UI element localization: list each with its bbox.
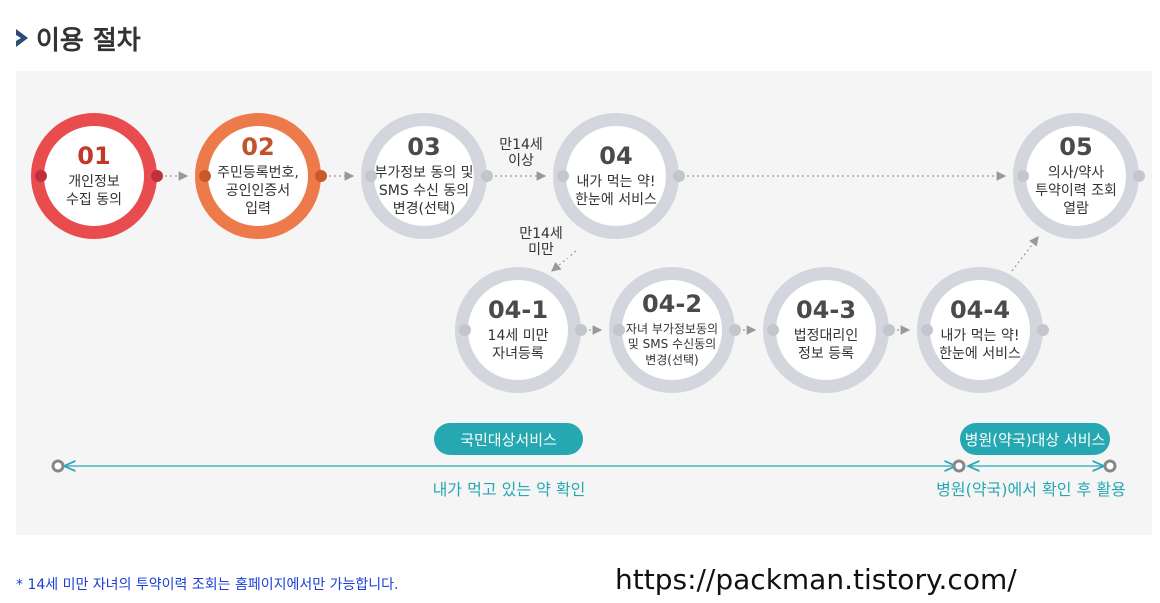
ring-dot-right: [1037, 324, 1049, 336]
step-04: 04 내가 먹는 약! 한눈에 서비스: [553, 113, 679, 239]
ring-dot-right: [315, 170, 327, 182]
condition-age-over: 만14세 이상: [492, 137, 550, 170]
ring-dot-left: [199, 170, 211, 182]
citizen-service-pill: 국민대상서비스: [434, 423, 583, 455]
step-03: 03 부가정보 동의 및 SMS 수신 동의 변경(선택): [361, 113, 487, 239]
step-05: 05 의사/약사 투약이력 조회 열람: [1013, 113, 1139, 239]
condition-age-under: 만14세 미만: [512, 226, 570, 259]
step-number: 04: [599, 141, 633, 170]
step-number: 01: [77, 141, 111, 170]
ring-dot-left: [35, 170, 47, 182]
step-label: 내가 먹는 약! 한눈에 서비스: [575, 174, 657, 209]
citizen-scope-label: 내가 먹고 있는 약 확인: [432, 480, 586, 499]
ring-dot-left: [921, 324, 933, 336]
scope-mid-marker: [952, 459, 966, 473]
ring-dot-left: [613, 324, 625, 336]
arrow-03-041: [551, 250, 577, 272]
ring-dot-right: [1133, 170, 1145, 182]
step-number: 04-3: [795, 295, 857, 324]
step-02: 02 주민등록번호, 공인인증서 입력: [195, 113, 321, 239]
watermark-url: https://packman.tistory.com/: [615, 563, 1017, 596]
step-01: 01 개인정보 수집 동의: [31, 113, 157, 239]
step-number: 05: [1059, 132, 1093, 161]
ring-dot-left: [459, 324, 471, 336]
scope-start-marker: [51, 459, 65, 473]
flow-connectors: [51, 171, 1117, 473]
hospital-scope-label: 병원(약국)에서 확인 후 활용: [936, 480, 1126, 499]
ring-dot-right: [575, 324, 587, 336]
step-label: 자녀 부가정보동의 및 SMS 수신동의 변경(선택): [625, 321, 719, 367]
ring-dot-left: [767, 324, 779, 336]
ring-dot-left: [557, 170, 569, 182]
chevron-right-icon: [16, 29, 28, 47]
ring-dot-right: [673, 170, 685, 182]
ring-dot-right: [481, 170, 493, 182]
step-number: 04-2: [641, 290, 703, 319]
step-label: 내가 먹는 약! 한눈에 서비스: [939, 328, 1021, 363]
ring-dot-right: [883, 324, 895, 336]
ring-dot-left: [365, 170, 377, 182]
step-label: 법정대리인 정보 등록: [793, 328, 859, 363]
step-04-4: 04-4 내가 먹는 약! 한눈에 서비스: [917, 267, 1043, 393]
step-label: 부가정보 동의 및 SMS 수신 동의 변경(선택): [374, 164, 474, 218]
step-number: 04-4: [949, 295, 1011, 324]
hospital-service-pill: 병원(약국)대상 서비스: [960, 423, 1110, 455]
step-label: 의사/약사 투약이력 조회 열람: [1035, 164, 1117, 218]
arrow-044-05: [1011, 236, 1039, 272]
ring-dot-right: [729, 324, 741, 336]
step-label: 개인정보 수집 동의: [66, 174, 122, 209]
procedure-panel: 01 개인정보 수집 동의 02 주민등록번호, 공인인증서 입력 03 부가정보 동의 …: [16, 71, 1152, 535]
step-04-3: 04-3 법정대리인 정보 등록: [763, 267, 889, 393]
step-label: 14세 미만 자녀등록: [487, 328, 549, 363]
footnote: * 14세 미만 자녀의 투약이력 조회는 홈페이지에서만 가능합니다.: [16, 577, 399, 593]
ring-dot-left: [1017, 170, 1029, 182]
step-number: 02: [241, 132, 275, 161]
step-04-1: 04-1 14세 미만 자녀등록: [455, 267, 581, 393]
step-number: 04-1: [487, 295, 549, 324]
step-label: 주민등록번호, 공인인증서 입력: [217, 164, 299, 218]
ring-dot-right: [151, 170, 163, 182]
scope-end-marker: [1103, 459, 1117, 473]
step-number: 03: [407, 132, 441, 161]
section-title: 이용 절차: [36, 25, 141, 56]
section-header: 이용 절차: [14, 18, 141, 58]
